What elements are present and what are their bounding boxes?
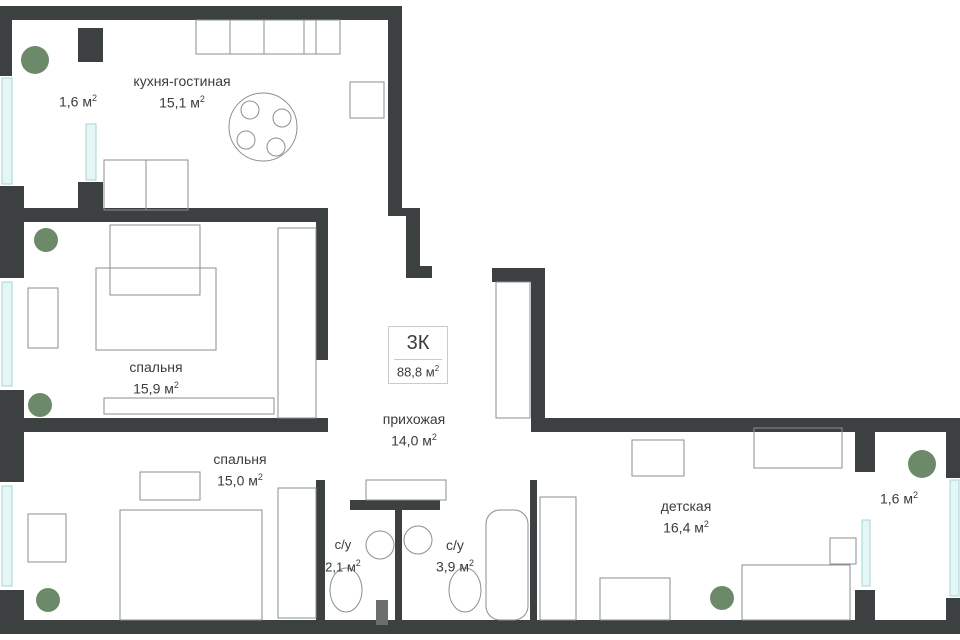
sup: 2	[355, 558, 361, 568]
room-bathroom-1: с/у 2,1 м2	[325, 536, 361, 576]
room-area: 1,6 м	[880, 490, 913, 507]
walls	[0, 6, 960, 634]
sup: 2	[434, 364, 440, 373]
total-area: 88,8 м	[396, 364, 435, 380]
room-name: детская	[660, 498, 712, 514]
room-area: 15,9 м	[133, 380, 174, 397]
sup: 2	[257, 472, 263, 482]
room-bedroom-2: спальня 15,0 м2	[213, 450, 266, 490]
room-bathroom-2: с/у 3,9 м2	[436, 536, 474, 576]
room-name: с/у	[446, 537, 464, 553]
room-area: 2,1 м	[325, 559, 356, 575]
apartment-type: 3К	[406, 332, 430, 354]
windows	[1, 77, 960, 597]
room-name: спальня	[129, 359, 183, 375]
sup: 2	[431, 432, 437, 442]
room-area: 3,9 м	[436, 558, 469, 575]
room-area: 1,6 м	[59, 93, 92, 110]
plants	[21, 46, 936, 612]
room-balcony-1: 1,6 м2	[59, 89, 97, 111]
room-name: спальня	[213, 451, 267, 467]
room-bedroom-1: спальня 15,9 м2	[129, 358, 182, 398]
divider	[394, 359, 442, 360]
room-kids: детская 16,4 м2	[661, 497, 712, 537]
room-name: прихожая	[382, 411, 446, 427]
furniture	[27, 19, 857, 621]
room-area: 14,0 м	[391, 432, 432, 449]
sup: 2	[912, 490, 918, 500]
room-area: 15,1 м	[159, 94, 200, 111]
sup: 2	[173, 380, 179, 390]
sup: 2	[703, 519, 709, 529]
room-name: кухня-гостиная	[133, 73, 231, 89]
room-balcony-2: 1,6 м2	[880, 486, 918, 508]
apartment-summary-badge: 3К 88,8 м2	[388, 326, 448, 384]
sup: 2	[199, 94, 205, 104]
sup: 2	[468, 558, 474, 568]
room-area: 16,4 м	[663, 519, 704, 536]
room-hallway: прихожая 14,0 м2	[383, 410, 445, 450]
room-area: 15,0 м	[217, 472, 258, 489]
sup: 2	[91, 93, 97, 103]
room-name: с/у	[334, 537, 352, 552]
room-kitchen-living: кухня-гостиная 15,1 м2	[133, 72, 230, 112]
